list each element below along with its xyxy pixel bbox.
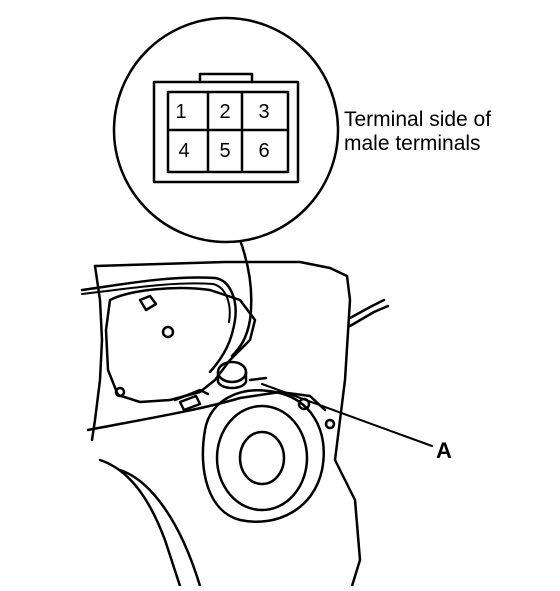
pin-1: 1 <box>175 101 186 123</box>
magnifier-lead <box>230 238 253 358</box>
fastener-1 <box>161 325 175 339</box>
pin-3: 3 <box>258 101 269 123</box>
connector-a-side <box>216 370 248 390</box>
connector-caption-line1: Terminal side of <box>344 108 492 131</box>
door-lower-trim <box>86 390 327 432</box>
connector-caption: Terminal side of male terminals <box>344 108 491 156</box>
connector-face-inner <box>166 90 290 174</box>
door-panel-left-edge <box>90 264 104 442</box>
speaker-frame <box>201 389 325 523</box>
pin-5: 5 <box>219 140 230 162</box>
wiring-channel <box>173 388 210 402</box>
clip-bracket <box>138 294 158 312</box>
pin-4: 4 <box>178 140 189 162</box>
pin-6: 6 <box>258 140 269 162</box>
wire-harness <box>80 276 237 374</box>
wire-harness-2 <box>81 282 231 323</box>
connector-latch <box>198 72 254 84</box>
speaker-dust-cap <box>238 430 286 486</box>
speaker-cone <box>215 404 309 512</box>
door-bottom-inner <box>118 468 202 588</box>
door-inner-panel <box>104 286 257 404</box>
fastener-3 <box>297 397 311 411</box>
fastener-4 <box>324 418 336 430</box>
connector-caption-line2: male terminals <box>344 132 481 155</box>
latch-rod-2 <box>348 304 390 328</box>
callout-a-label: A <box>436 438 452 463</box>
harness-clip <box>178 394 202 412</box>
door-bottom-curve <box>98 458 182 588</box>
connector-a-pointer <box>248 376 268 382</box>
connector-pin-labels: 1 2 3 4 5 6 <box>175 101 269 162</box>
door-panel-outline <box>93 260 362 588</box>
pin-2: 2 <box>219 101 230 123</box>
latch-rod <box>348 298 386 320</box>
connector-face-outer <box>152 80 300 184</box>
fastener-2 <box>114 386 126 398</box>
callout-a-line <box>261 383 433 447</box>
